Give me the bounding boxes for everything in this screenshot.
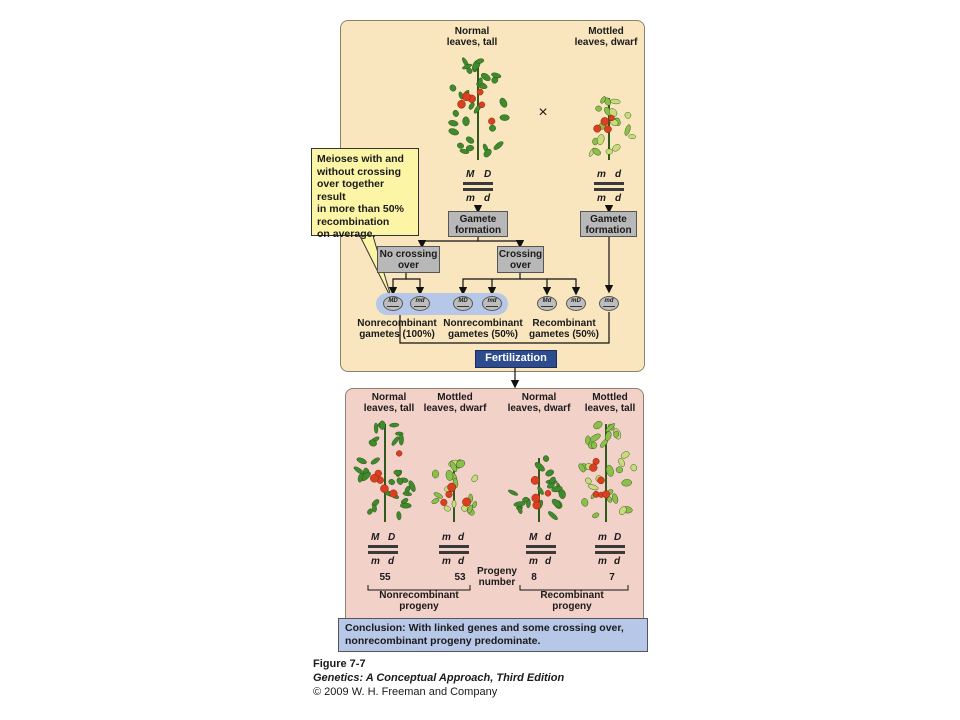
gamete-oval: MD — [383, 296, 403, 311]
parent-right-label: Mottled leaves, dwarf — [574, 26, 638, 48]
progeny-label: Normal leaves, tall — [363, 392, 415, 414]
conclusion-lead: Conclusion: — [345, 622, 406, 634]
parent-left-label: Normal leaves, tall — [446, 26, 498, 48]
tomato-plant-icon — [353, 420, 416, 522]
gamete-oval: Md — [537, 296, 557, 311]
recombinant-progeny-label: Recombinant progeny — [540, 590, 604, 612]
conclusion-text: With linked genes and some crossing over… — [345, 622, 624, 647]
progeny-count: 55 — [379, 572, 391, 583]
arrow-down-icon — [478, 240, 525, 249]
arrow-down-icon — [520, 278, 552, 296]
fertilization-box: Fertilization — [475, 350, 557, 368]
progeny-label: Mottled leaves, tall — [584, 392, 636, 414]
meiosis-callout: Meioses with and without crossing over t… — [311, 148, 419, 240]
copyright: © 2009 W. H. Freeman and Company — [313, 686, 498, 698]
progeny-count: 53 — [454, 572, 466, 583]
progeny-label: Normal leaves, dwarf — [507, 392, 571, 414]
figure-caption: Figure 7-7 Genetics: A Conceptual Approa… — [313, 657, 564, 699]
tomato-plant-icon — [508, 455, 566, 522]
arrow-down-icon — [417, 237, 479, 249]
progeny-number-label: Progeny number — [476, 566, 517, 588]
tomato-plant-icon — [448, 57, 510, 160]
cross-symbol: × — [538, 104, 548, 121]
gamete-oval: MD — [453, 296, 473, 311]
nonrecombinant-gamete-band — [376, 293, 508, 315]
progeny-label: Mottled leaves, dwarf — [423, 392, 487, 414]
nonrecombinant-progeny-label: Nonrecombinant progeny — [379, 590, 459, 612]
progeny-count: 8 — [531, 572, 537, 583]
recombinant-50-label: Recombinant gametes (50%) — [528, 318, 600, 340]
conclusion-box: Conclusion: With linked genes and some c… — [338, 618, 648, 652]
book-title: Genetics: A Conceptual Approach, Third E… — [313, 672, 565, 684]
tomato-plant-icon — [588, 96, 636, 160]
gamete-formation-left: Gamete formation — [448, 211, 508, 237]
no-crossing-over-box: No crossing over — [377, 246, 440, 273]
nonrecombinant-100-label: Nonrecombinant gametes (100%) — [357, 318, 437, 340]
gamete-oval: md — [482, 296, 502, 311]
progeny-count: 7 — [609, 572, 615, 583]
tomato-plant-icon — [578, 421, 638, 522]
tomato-plant-icon — [431, 459, 479, 522]
gamete-oval: md — [599, 296, 619, 311]
arrow-down-icon — [547, 278, 581, 296]
nonrecombinant-50-label: Nonrecombinant gametes (50%) — [443, 318, 523, 340]
arrow-down-icon — [406, 278, 425, 296]
arrow-down-icon — [388, 273, 407, 296]
gamete-oval: mD — [566, 296, 586, 311]
figure-number: Figure 7-7 — [313, 658, 366, 670]
gamete-oval: md — [410, 296, 430, 311]
crossing-over-box: Crossing over — [497, 246, 544, 273]
gamete-formation-right: Gamete formation — [580, 211, 637, 237]
